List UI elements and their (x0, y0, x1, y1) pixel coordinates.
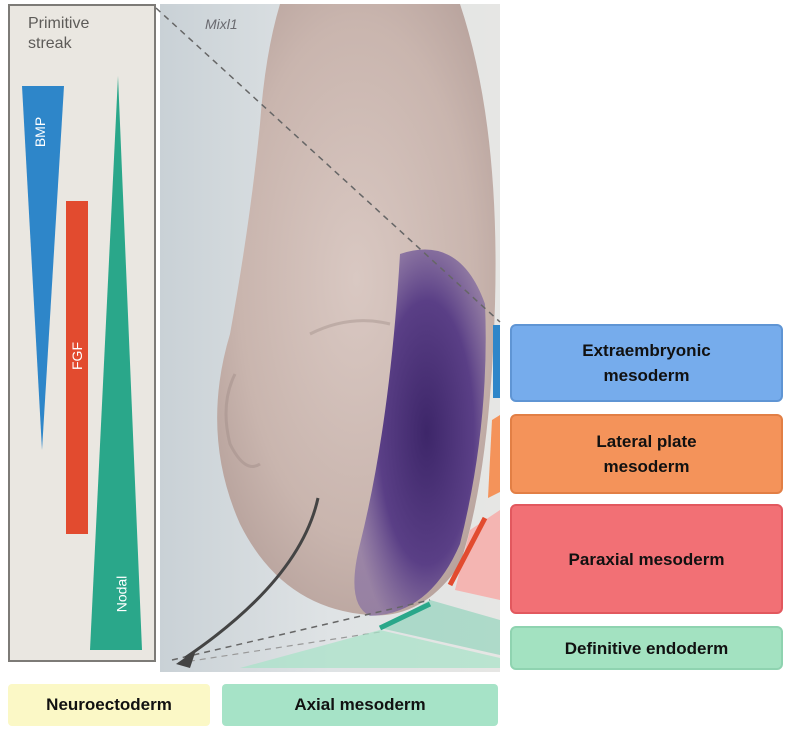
dashed-guide-top (156, 8, 500, 322)
lateral-plate-fan (488, 415, 500, 498)
extraembryonic-mesoderm-label: Extraembryonic mesoderm (510, 324, 783, 402)
extraembryonic-fan (493, 325, 500, 398)
lateral-plate-mesoderm-label: Lateral plate mesoderm (510, 414, 783, 494)
paraxial-fan (455, 510, 500, 600)
neuroectoderm-label: Neuroectoderm (8, 684, 210, 726)
arrow-head (176, 650, 196, 668)
curved-arrow (185, 498, 318, 658)
axial-mesoderm-label: Axial mesoderm (222, 684, 498, 726)
paraxial-mesoderm-label: Paraxial mesoderm (510, 504, 783, 614)
definitive-endoderm-label: Definitive endoderm (510, 626, 783, 670)
